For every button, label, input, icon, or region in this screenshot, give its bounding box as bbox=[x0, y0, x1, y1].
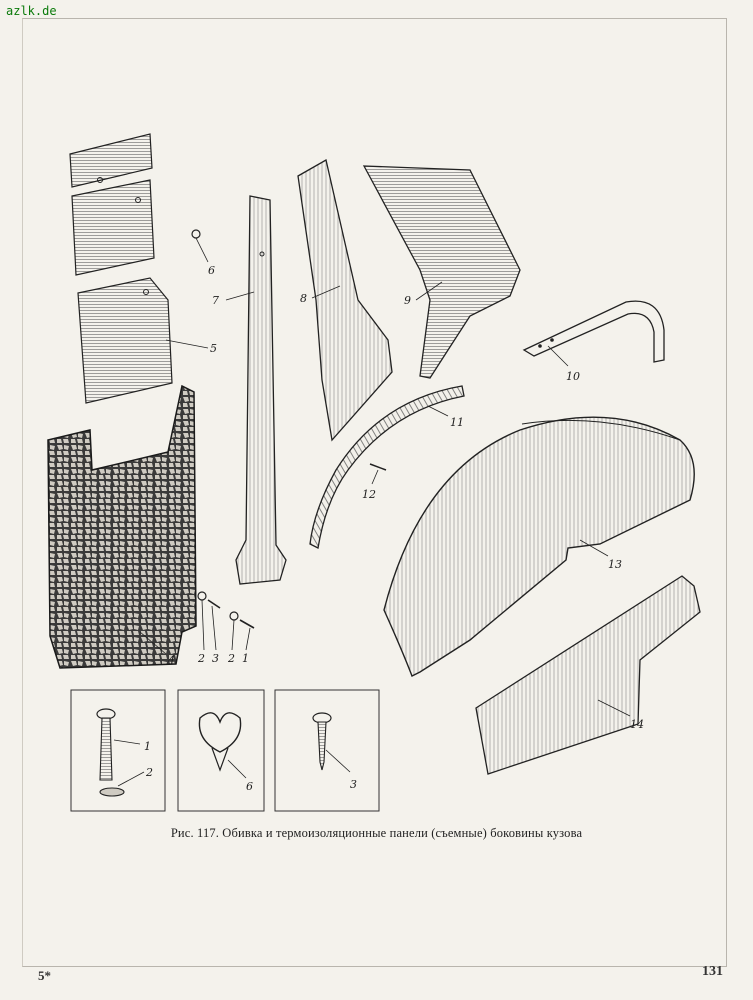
part-10-bracket bbox=[522, 300, 665, 363]
fasteners-small bbox=[197, 591, 255, 629]
callout-1: 1 bbox=[242, 652, 249, 665]
callout-5: 5 bbox=[210, 342, 217, 355]
inset-label-6: 6 bbox=[246, 780, 253, 793]
page-frame bbox=[22, 18, 727, 967]
part-13-wheel-arch bbox=[383, 416, 695, 677]
inset-screw: 3 bbox=[274, 689, 380, 812]
part-6-clip bbox=[191, 229, 201, 239]
figure-caption: Рис. 117. Обивка и термоизоляционные пан… bbox=[170, 826, 583, 840]
part-4-trim-panel bbox=[47, 384, 197, 669]
part-11-seal-strip bbox=[309, 385, 465, 549]
inset-label-1: 1 bbox=[144, 740, 151, 753]
callout-7: 7 bbox=[212, 294, 219, 307]
callout-10: 10 bbox=[566, 370, 580, 383]
callout-11: 11 bbox=[450, 416, 464, 429]
watermark: azlk.de bbox=[6, 4, 57, 18]
part-9-quarter-panel bbox=[362, 165, 521, 379]
inset-label-3: 3 bbox=[350, 778, 357, 791]
inset-screw-washer: 1 2 bbox=[70, 689, 166, 812]
part-12-screw bbox=[369, 463, 387, 471]
signature-mark: 5* bbox=[38, 968, 51, 983]
page-number: 131 bbox=[702, 964, 723, 979]
part-5-insulation-panels bbox=[69, 133, 173, 404]
callout-9: 9 bbox=[404, 294, 411, 307]
callouts: 6 7 8 9 5 10 11 12 13 4 2 3 2 1 14 bbox=[139, 237, 644, 731]
part-7-pillar-trim bbox=[235, 195, 287, 585]
callout-6: 6 bbox=[208, 264, 215, 277]
callout-14: 14 bbox=[630, 718, 644, 731]
callout-2b: 2 bbox=[227, 652, 235, 665]
callout-8: 8 bbox=[300, 292, 307, 305]
part-8-pillar-panel bbox=[297, 159, 393, 442]
part-14-lower-panel bbox=[475, 575, 701, 775]
inset-label-2: 2 bbox=[145, 766, 153, 779]
callout-13: 13 bbox=[608, 558, 622, 571]
callout-3: 3 bbox=[212, 652, 219, 665]
callout-4: 4 bbox=[167, 654, 175, 667]
inset-clip: 6 bbox=[177, 689, 265, 812]
callout-12: 12 bbox=[362, 488, 376, 501]
callout-2a: 2 bbox=[197, 652, 205, 665]
